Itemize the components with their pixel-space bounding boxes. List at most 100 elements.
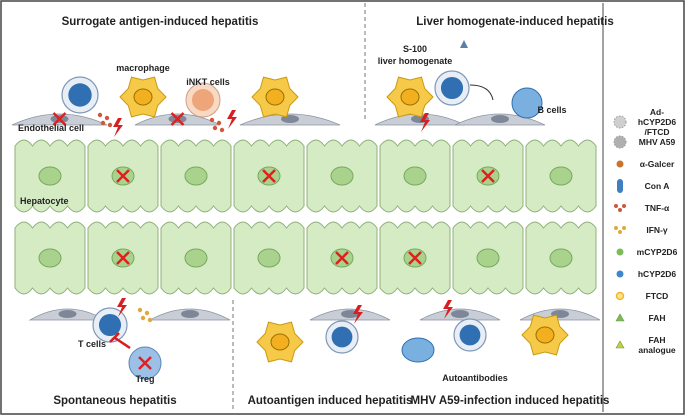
damage-x-icon <box>116 169 130 183</box>
label-treg: Treg <box>135 374 154 384</box>
label-endothelial: Endothelial cell <box>18 123 84 133</box>
hepatocyte-nucleus <box>38 166 62 186</box>
damage-x-icon <box>138 356 152 370</box>
damage-x-icon <box>262 169 276 183</box>
antigen-triangle <box>460 40 468 48</box>
hepatocyte-nucleus <box>403 166 427 186</box>
damage-x-icon <box>52 112 67 126</box>
cytokine-dot <box>219 127 225 133</box>
inkt-nucleus <box>192 89 214 111</box>
damage-x-icon <box>335 251 349 265</box>
dot-icon <box>616 248 624 256</box>
legend-label: FAH <box>649 335 666 345</box>
dot-icon <box>616 160 624 168</box>
hepatocyte-nucleus <box>184 166 208 186</box>
t-cell-nucleus <box>68 83 92 107</box>
hepatocyte-nucleus <box>184 248 208 268</box>
adenovirus-icon <box>613 115 627 129</box>
dots-icon <box>614 226 618 230</box>
t-cell-nucleus <box>98 313 122 337</box>
cytokine-dot <box>147 317 153 323</box>
lightning-icon <box>227 110 237 129</box>
triangle-icon <box>615 313 625 322</box>
macrophage-nucleus <box>400 88 420 106</box>
legend-label: FAH <box>649 313 666 323</box>
legend-label: α-Galcer <box>640 159 675 169</box>
legend-label: hCYP2D6 <box>638 117 677 127</box>
top-immune-cells <box>11 40 546 137</box>
dots-icon <box>618 208 622 212</box>
legend-label: Ad- <box>650 107 664 117</box>
hepatocyte-layer <box>14 139 597 295</box>
lightning-icon <box>420 113 430 132</box>
legend-label: TNF-α <box>645 203 670 213</box>
endothelial-nucleus <box>491 115 509 123</box>
damage-x-icon <box>408 251 422 265</box>
dots-icon <box>622 226 626 230</box>
cytokine-dot <box>209 117 215 123</box>
label-tcells: T cells <box>78 339 106 349</box>
legend-label: Con A <box>645 181 670 191</box>
cytokine-dot <box>100 120 106 126</box>
label-liver-homogenate: liver homogenate <box>378 56 453 66</box>
damage-x-icon <box>481 169 495 183</box>
hepatocyte-nucleus <box>330 166 354 186</box>
lightning-icon <box>353 305 363 324</box>
damage-x-icon <box>170 112 185 126</box>
cytokine-dot <box>97 112 103 118</box>
cytokine-dot <box>137 307 143 313</box>
label-autoantibodies: Autoantibodies <box>442 373 508 383</box>
cona-icon <box>617 179 623 193</box>
cytokine-dot <box>212 125 218 131</box>
cytokine-dot <box>104 115 110 121</box>
damage-x-icon <box>116 251 130 265</box>
panel-title-autoantigen: Autoantigen induced hepatitis <box>248 395 413 407</box>
legend-label: analogue <box>638 345 676 355</box>
legend-label: mCYP2D6 <box>637 247 678 257</box>
cytokine-dot <box>140 315 146 321</box>
macrophage-nucleus <box>133 88 153 106</box>
cytokine-dot <box>144 310 150 316</box>
legend-label: hCYP2D6 <box>638 269 677 279</box>
hepatocyte-nucleus <box>257 248 281 268</box>
macrophage-nucleus <box>265 88 285 106</box>
b-cell <box>511 87 543 119</box>
endothelial-nucleus <box>181 310 199 318</box>
lightning-icon <box>117 298 127 317</box>
macrophage-nucleus <box>535 326 555 344</box>
triangle-icon <box>615 340 625 349</box>
dot-icon <box>616 270 624 278</box>
macrophage-nucleus <box>270 333 290 351</box>
lightning-icon <box>113 118 123 137</box>
dots-icon <box>622 204 626 208</box>
lightning-icon <box>443 300 453 319</box>
panel-title-mhv: MHV A59-infection induced hepatitis <box>411 395 610 407</box>
panel-title-spontaneous: Spontaneous hepatitis <box>53 395 176 407</box>
legend-label: MHV A59 <box>639 137 676 147</box>
legend-label: IFN-γ <box>646 225 668 235</box>
plasma-cell <box>401 337 435 363</box>
hepatocyte-nucleus <box>549 166 573 186</box>
virus-icon <box>613 135 627 149</box>
label-hepatocyte: Hepatocyte <box>20 196 69 206</box>
hepatocyte-nucleus <box>549 248 573 268</box>
arrow-icon <box>469 84 494 101</box>
label-macrophage: macrophage <box>116 63 170 73</box>
ring-icon <box>615 291 625 301</box>
t-cell-nucleus <box>440 76 464 100</box>
endothelial-nucleus <box>451 310 469 318</box>
legend-label: /FTCD <box>644 127 669 137</box>
cytokine-dot <box>216 120 222 126</box>
dots-icon <box>618 230 622 234</box>
hepatocyte-nucleus <box>38 248 62 268</box>
hepatocyte-nucleus <box>476 248 500 268</box>
t-cell-nucleus <box>459 324 481 346</box>
panel-title-liver-homogenate: Liver homogenate-induced hepatitis <box>416 16 613 28</box>
panel-title-surrogate: Surrogate antigen-induced hepatitis <box>62 16 259 28</box>
inhibition-icon <box>109 332 131 350</box>
endothelial-nucleus <box>58 310 77 318</box>
dots-icon <box>614 204 618 208</box>
label-s100: S-100 <box>403 44 427 54</box>
